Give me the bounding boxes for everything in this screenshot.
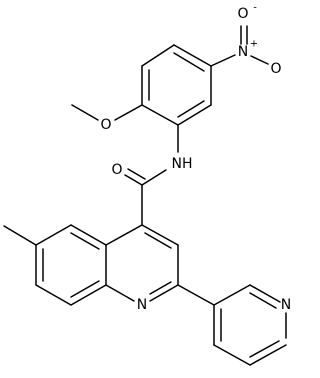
bond xyxy=(213,344,251,366)
methoxy-oxygen-label: O xyxy=(100,117,111,133)
bond xyxy=(124,174,143,186)
bond xyxy=(3,225,37,246)
nitro-nitrogen-label: N xyxy=(238,44,248,60)
bond xyxy=(105,224,143,246)
bond xyxy=(35,284,72,306)
amide-nh-label: NH xyxy=(172,156,193,172)
bond xyxy=(173,44,212,67)
bond xyxy=(149,284,179,302)
pyridine-nitrogen-label: N xyxy=(281,297,291,313)
bond xyxy=(177,104,212,126)
bond xyxy=(249,284,281,303)
bond xyxy=(177,100,205,118)
bond xyxy=(249,340,280,358)
bond xyxy=(173,52,205,72)
bond xyxy=(210,54,236,67)
bond xyxy=(144,232,172,249)
bond xyxy=(70,284,107,306)
bond xyxy=(149,281,172,295)
atom-labels: N + O - O O NH O N N xyxy=(100,3,291,314)
quinoline-nitrogen-label: N xyxy=(137,297,147,313)
bond xyxy=(114,104,143,121)
bond xyxy=(249,292,277,309)
amide-oxygen-label: O xyxy=(111,162,122,178)
bond xyxy=(105,284,135,302)
nitro-positive-charge: + xyxy=(250,39,258,50)
nitro-negative-charge: - xyxy=(253,3,257,14)
bond xyxy=(177,284,215,306)
bond xyxy=(70,280,100,298)
bond xyxy=(141,104,179,126)
nitro-oxygen-right-label: O xyxy=(270,61,281,77)
bond xyxy=(141,169,167,186)
bond xyxy=(250,55,269,65)
bond xyxy=(141,44,175,67)
bond xyxy=(213,284,251,306)
chemical-structure: N + O - O O NH O N N xyxy=(3,3,291,366)
bond xyxy=(35,224,72,246)
bond xyxy=(249,344,287,366)
bond xyxy=(141,224,179,246)
bond xyxy=(70,232,100,250)
bond xyxy=(71,104,99,121)
nitro-oxygen-top-label: O xyxy=(237,6,248,22)
bond xyxy=(70,224,107,246)
bond xyxy=(127,168,146,180)
bonds xyxy=(3,25,287,366)
